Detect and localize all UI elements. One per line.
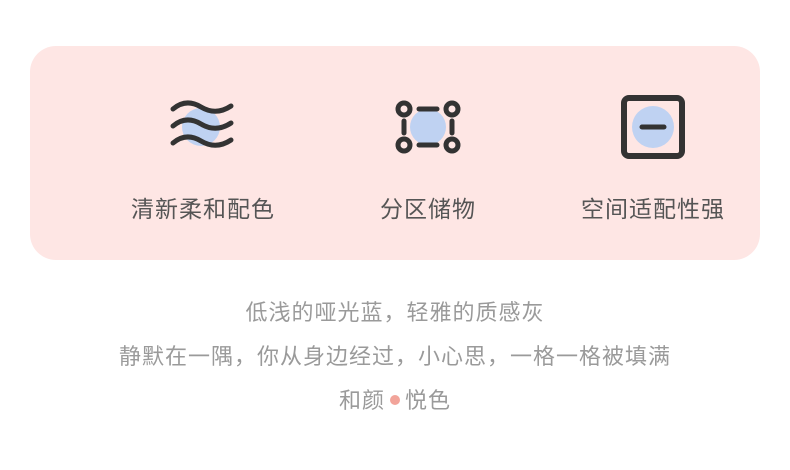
description-line-3: 和颜悦色 xyxy=(0,384,790,428)
description-line-3-part-2: 悦色 xyxy=(405,389,452,414)
dot-separator xyxy=(390,395,400,405)
feature-color-scheme: 清新柔和配色 xyxy=(83,46,323,260)
description-line-2: 静默在一隅，你从身边经过，小心思，一格一格被填满 xyxy=(118,345,671,370)
feature-card: 清新柔和配色 分区储物 空间适配性强 xyxy=(30,46,760,260)
feature-label: 空间适配性强 xyxy=(581,197,725,223)
compartment-icon xyxy=(621,95,685,159)
waves-icon xyxy=(170,100,234,148)
feature-label: 分区储物 xyxy=(380,197,476,223)
feature-label: 清新柔和配色 xyxy=(131,197,275,223)
description-text: 低浅的哑光蓝，轻雅的质感灰 静默在一隅，你从身边经过，小心思，一格一格被填满 和… xyxy=(0,296,790,428)
partition-icon xyxy=(395,100,461,154)
description-line-3-part-1: 和颜 xyxy=(338,389,385,414)
description-line-1: 低浅的哑光蓝，轻雅的质感灰 xyxy=(245,301,545,326)
feature-partition-storage: 分区储物 xyxy=(308,46,548,260)
feature-space-adaptability: 空间适配性强 xyxy=(533,46,773,260)
